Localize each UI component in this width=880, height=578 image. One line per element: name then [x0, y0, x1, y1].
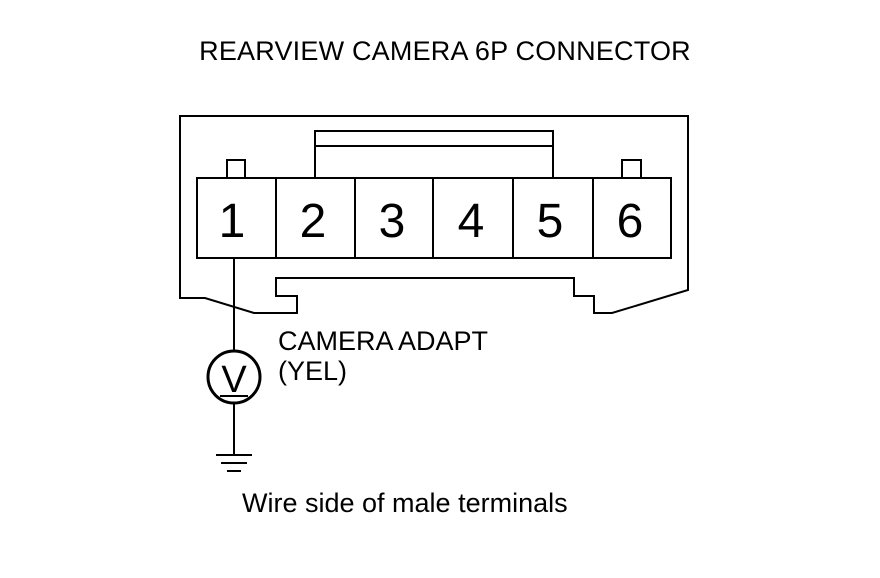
terminal-cavity-2: [275, 177, 356, 259]
signal-name: CAMERA ADAPT: [278, 326, 489, 356]
terminal-cavities: [196, 177, 672, 259]
diagram-title: REARVIEW CAMERA 6P CONNECTOR: [199, 36, 691, 66]
terminal-number-5: 5: [537, 195, 564, 248]
terminal-cavity-6: [592, 177, 672, 259]
terminal-cavity-5: [512, 177, 594, 259]
terminal-number-6: 6: [617, 195, 644, 248]
connector-housing: [179, 115, 689, 314]
wire-color: (YEL): [278, 356, 348, 386]
terminal-cavity-1: [196, 177, 277, 259]
terminal-number-3: 3: [379, 195, 406, 248]
locking-tab: [314, 130, 554, 179]
ground-icon: [216, 454, 252, 472]
terminal-number-1: 1: [219, 195, 246, 248]
terminal-6-key: [621, 159, 642, 178]
terminal-cavity-3: [354, 177, 434, 259]
signal-label: CAMERA ADAPT (YEL): [278, 326, 488, 386]
view-caption: Wire side of male terminals: [242, 488, 568, 518]
voltmeter-letter: V: [221, 359, 247, 401]
terminal-number-2: 2: [300, 195, 327, 248]
terminal-1-key: [226, 159, 246, 178]
terminal-number-4: 4: [458, 195, 485, 248]
